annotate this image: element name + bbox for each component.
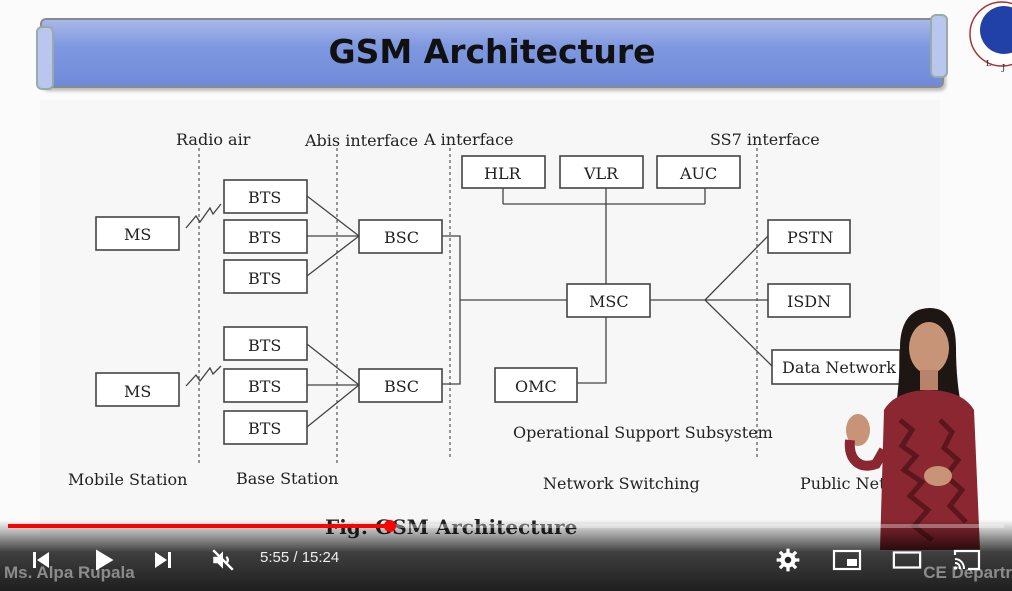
node-bts-1: BTS xyxy=(248,188,281,207)
cast-button[interactable] xyxy=(952,545,982,575)
miniplayer-icon xyxy=(832,549,862,571)
node-data-network: Data Network xyxy=(782,358,896,377)
node-msc: MSC xyxy=(589,292,629,311)
node-bts-6: BTS xyxy=(248,419,281,438)
play-button[interactable] xyxy=(88,545,118,575)
watermark-presenter-name: Ms. Alpa Rupala xyxy=(4,563,135,582)
muted-icon xyxy=(212,549,234,571)
node-ms-1: MS xyxy=(124,225,151,244)
institute-logo: L J xyxy=(969,1,1012,72)
node-bsc-1: BSC xyxy=(384,228,419,247)
node-pstn: PSTN xyxy=(787,228,833,247)
label-operational-support: Operational Support Subsystem xyxy=(513,423,773,442)
node-ms-2: MS xyxy=(124,382,151,401)
next-icon xyxy=(155,552,171,568)
miniplayer-button[interactable] xyxy=(832,545,862,575)
next-button[interactable] xyxy=(148,545,178,575)
slide-title-banner: GSM Architecture xyxy=(36,14,948,90)
node-hlr: HLR xyxy=(484,164,522,183)
label-a-interface: A interface xyxy=(423,130,514,149)
play-icon xyxy=(96,549,114,571)
progress-bar[interactable] xyxy=(8,520,1004,532)
svg-text:J: J xyxy=(1001,63,1005,72)
node-auc: AUC xyxy=(679,164,717,183)
label-radio-air: Radio air xyxy=(176,130,251,149)
label-public-networks: Public Netw xyxy=(800,474,899,493)
mute-button[interactable] xyxy=(208,545,238,575)
slide-title: GSM Architecture xyxy=(328,32,656,71)
node-vlr: VLR xyxy=(583,164,619,183)
node-bts-2: BTS xyxy=(248,228,281,247)
node-isdn: ISDN xyxy=(787,292,831,311)
label-abis-interface: Abis interface xyxy=(304,131,418,150)
node-bts-4: BTS xyxy=(248,336,281,355)
cast-icon xyxy=(953,549,981,571)
label-network-switching: Network Switching xyxy=(543,474,700,493)
label-mobile-station: Mobile Station xyxy=(68,470,187,489)
theater-icon xyxy=(892,551,922,569)
node-bsc-2: BSC xyxy=(384,377,419,396)
theater-mode-button[interactable] xyxy=(892,545,922,575)
time-display: 5:55 / 15:24 xyxy=(260,549,340,566)
settings-icon xyxy=(776,548,800,572)
node-bts-5: BTS xyxy=(248,377,281,396)
progress-fill xyxy=(8,524,391,528)
label-base-station: Base Station xyxy=(236,469,338,488)
settings-button[interactable] xyxy=(773,545,803,575)
presenter-video xyxy=(844,308,980,550)
label-ss7-interface: SS7 interface xyxy=(710,130,820,149)
node-bts-3: BTS xyxy=(248,269,281,288)
progress-scrubber[interactable] xyxy=(384,520,397,532)
node-omc: OMC xyxy=(515,377,557,396)
previous-button[interactable] xyxy=(26,545,56,575)
watermark-department: CE Departr xyxy=(923,563,1012,582)
previous-icon xyxy=(33,552,49,568)
svg-text:L: L xyxy=(986,59,992,68)
